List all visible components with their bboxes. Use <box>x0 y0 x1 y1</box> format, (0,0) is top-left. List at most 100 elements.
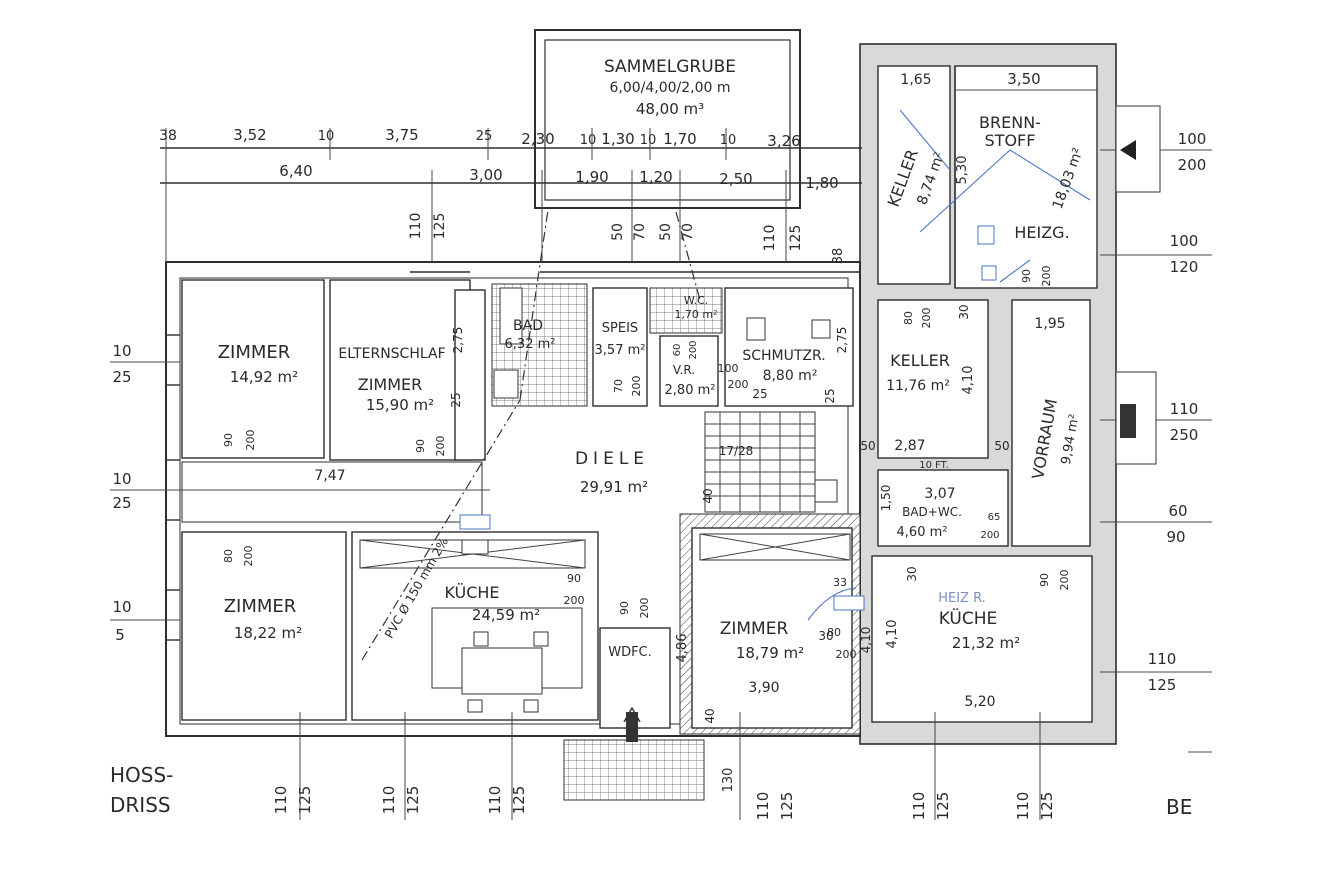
label-schmutz: SCHMUTZR. <box>742 348 825 364</box>
dim-inner-6: 4,86 <box>675 634 690 663</box>
dim-right-6: 60 <box>1168 502 1187 520</box>
label-brennstoff-1: BRENN- <box>979 113 1041 132</box>
dim-inner-16: 40 <box>701 488 715 503</box>
dim-keller-1: 3,50 <box>1007 70 1040 88</box>
dim-right-3: 120 <box>1170 258 1199 276</box>
label-vr-area: 2,80 m² <box>665 383 716 398</box>
dim-left-1: 25 <box>112 368 131 386</box>
dim-vt-3: 70 <box>632 223 648 241</box>
dim-inner-8: 4,10 <box>961 366 976 395</box>
dim-inner-25: 25 <box>752 387 767 401</box>
dim-top-6: 10 <box>580 133 597 148</box>
label-zimmer-1-area: 14,92 m² <box>230 368 298 386</box>
label-zimmer-1: ZIMMER <box>218 342 291 363</box>
door-11: 200 <box>630 376 643 397</box>
door-19: 200 <box>980 530 999 541</box>
door-21: 200 <box>1040 266 1053 287</box>
door-22: 90 <box>1038 573 1051 587</box>
dim-top-8: 10 <box>640 133 657 148</box>
dim-inner-23: 25 <box>449 392 463 407</box>
door-20: 90 <box>1020 269 1033 283</box>
dim-inner-0: 7,47 <box>314 468 345 484</box>
dim-vt-2: 50 <box>610 223 626 241</box>
door-7: 200 <box>564 594 585 607</box>
dim-inner-10: 1,50 <box>879 485 893 512</box>
dim-keller-2: 5,30 <box>955 156 970 185</box>
label-wc: W.C. <box>684 294 708 307</box>
dim-second-1: 3,00 <box>469 166 502 184</box>
dim-bottom-12: 125 <box>1038 792 1056 821</box>
dim-vt-8: 38 <box>831 248 846 265</box>
label-badwc-area: 4,60 m² <box>897 525 948 540</box>
dim-top-7: 1,30 <box>601 130 634 148</box>
dim-inner-11: 10 FT. <box>919 460 949 471</box>
dim-top-1: 3,52 <box>233 126 266 144</box>
dim-bottom-8: 125 <box>778 792 796 821</box>
dim-inner-18: 30 <box>957 304 971 319</box>
dim-vt-6: 110 <box>762 225 778 252</box>
dim-inner-3: 1,95 <box>1034 316 1065 332</box>
dim-bottom-2: 110 <box>380 786 398 815</box>
dim-inner-21: 50 <box>860 439 875 453</box>
label-zimmer-2-area: 18,22 m² <box>234 624 302 642</box>
door-24: 80 <box>827 626 841 639</box>
dim-bottom-10: 125 <box>934 792 952 821</box>
label-elternschlaf-area: 15,90 m² <box>366 396 434 414</box>
dim-vt-1: 125 <box>432 213 448 240</box>
dim-inner-19: 30 <box>905 566 919 581</box>
dim-bottom-0: 110 <box>272 786 290 815</box>
label-sammelgrube-dims: 6,00/4,00/2,00 m <box>609 80 730 96</box>
dim-top-2: 10 <box>318 129 335 144</box>
dim-top-9: 1,70 <box>663 130 696 148</box>
corner-label-bottom-right: BE <box>1166 795 1192 819</box>
door-13: 200 <box>688 340 699 359</box>
dim-inner-17: 40 <box>703 708 717 723</box>
dim-inner-15: 33 <box>833 576 847 589</box>
label-bad-area: 6,32 m² <box>505 337 556 352</box>
dim-inner-9: 4,10 <box>859 627 873 654</box>
label-kueche-1-area: 24,59 m² <box>472 606 540 624</box>
dim-top-0: 38 <box>159 128 177 144</box>
dim-inner-22: 50 <box>994 439 1009 453</box>
dim-right-0: 100 <box>1178 130 1207 148</box>
dim-top-11: 3,26 <box>767 132 800 150</box>
dim-inner-12: 2,75 <box>451 327 465 354</box>
label-vr: V.R. <box>673 363 695 377</box>
dim-vt-5: 70 <box>680 223 696 241</box>
dim-inner-20: 30 <box>818 629 833 643</box>
dim-inner-13: 2,75 <box>835 327 849 354</box>
label-kueche-1: KÜCHE <box>444 583 499 602</box>
label-sammelgrube-volume: 48,00 m³ <box>636 100 704 118</box>
label-heizg: HEIZG. <box>1014 223 1069 242</box>
dim-vt-4: 50 <box>658 223 674 241</box>
dim-second-2: 1,90 <box>575 168 608 186</box>
door-5: 200 <box>242 546 255 567</box>
dim-right-8: 110 <box>1148 650 1177 668</box>
cellar-block-walls <box>859 43 1117 745</box>
label-keller-mid: KELLER <box>890 351 950 370</box>
interior-walls <box>181 279 861 801</box>
dim-bottom-3: 125 <box>404 786 422 815</box>
dim-bottom-9: 110 <box>910 792 928 821</box>
door-15: 200 <box>728 378 749 391</box>
dim-inner-7: 4,10 <box>885 620 900 649</box>
door-25: 200 <box>836 648 857 661</box>
label-diele: DIELE <box>575 449 649 469</box>
dim-bottom-11: 110 <box>1014 792 1032 821</box>
label-zimmer-3-area: 18,79 m² <box>736 644 804 662</box>
dim-bottom-1: 125 <box>296 786 314 815</box>
dim-inner-24: 25 <box>823 388 837 403</box>
dim-bottom-7: 110 <box>754 792 772 821</box>
dim-second-5: 1,80 <box>805 174 838 192</box>
door-2: 90 <box>414 439 427 453</box>
label-wdfc: WDFC. <box>608 645 652 660</box>
dim-second-0: 6,40 <box>279 162 312 180</box>
door-18: 65 <box>988 512 1001 523</box>
dim-inner-1: 2,87 <box>894 438 925 454</box>
dim-inner-2: 3,07 <box>924 486 955 502</box>
label-elternschlaf-2: ZIMMER <box>358 375 423 394</box>
door-17: 200 <box>920 308 933 329</box>
door-8: 90 <box>618 601 631 615</box>
label-zimmer-2: ZIMMER <box>224 596 297 617</box>
dimension-lines <box>110 105 1212 820</box>
